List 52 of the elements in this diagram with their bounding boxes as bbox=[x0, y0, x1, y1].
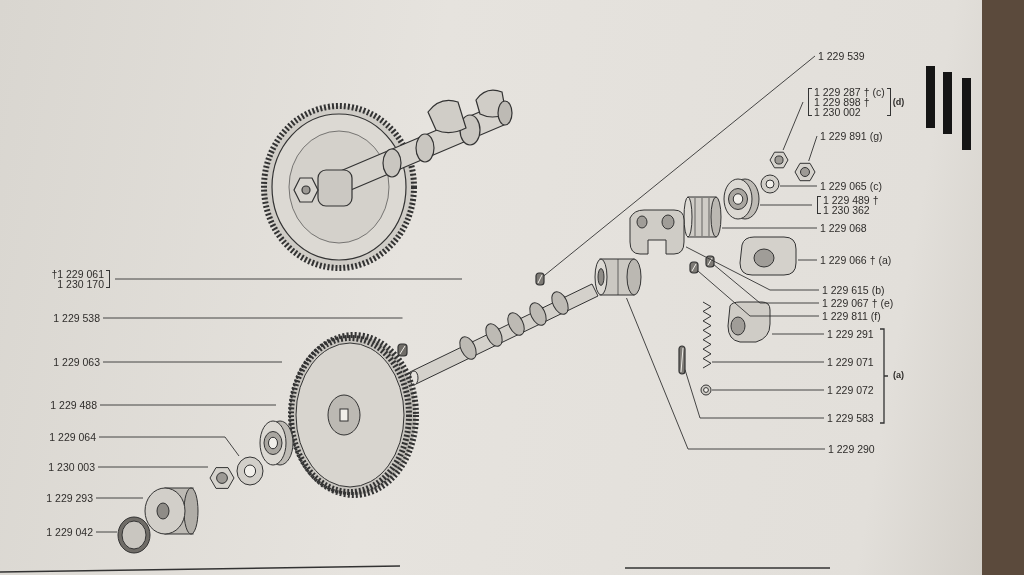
leader-line bbox=[102, 317, 403, 319]
reference-letter: (d) bbox=[892, 96, 905, 108]
part-number: 1 229 583 bbox=[827, 412, 874, 424]
part-number: 1 229 071 bbox=[827, 356, 874, 368]
leader-line bbox=[685, 246, 820, 291]
part-number: 1 229 063 bbox=[53, 356, 100, 368]
leader-line bbox=[721, 227, 818, 229]
part-number: 1 229 891 (g) bbox=[820, 130, 883, 142]
leader-line bbox=[684, 369, 825, 419]
part-number: †1 229 061 bbox=[51, 269, 104, 279]
leader-line bbox=[97, 466, 209, 468]
leader-line bbox=[797, 259, 818, 261]
part-number: 1 229 072 bbox=[827, 384, 874, 396]
leader-line bbox=[759, 204, 813, 206]
part-number: 1 229 293 bbox=[46, 492, 93, 504]
part-number: 1 229 290 bbox=[828, 443, 875, 455]
part-number: 1 230 003 bbox=[48, 461, 95, 473]
part-number: 1 229 539 bbox=[818, 50, 865, 62]
part-number: 1 229 811 (f) bbox=[822, 310, 881, 322]
leader-line bbox=[713, 264, 820, 304]
leader-line bbox=[711, 361, 825, 363]
part-number: 1 230 362 bbox=[823, 205, 871, 215]
part-number: 1 229 488 bbox=[50, 399, 97, 411]
leader-line bbox=[95, 531, 118, 533]
part-number: 1 230 002 bbox=[814, 107, 862, 117]
leader-line bbox=[99, 404, 277, 406]
leader-line bbox=[102, 361, 283, 363]
leader-line bbox=[782, 101, 804, 151]
part-number: 1 229 068 bbox=[820, 222, 867, 234]
leader-line bbox=[697, 270, 820, 317]
leader-line bbox=[808, 135, 818, 162]
part-number: 1 229 287 † (c) bbox=[814, 87, 885, 97]
leader-line bbox=[779, 185, 818, 187]
leader-line bbox=[626, 297, 826, 450]
part-number: 1 229 615 (b) bbox=[822, 284, 885, 296]
leader-line bbox=[95, 497, 144, 499]
leader-line bbox=[771, 333, 825, 335]
reference-letter: (a) bbox=[893, 369, 904, 381]
part-number: 1 229 066 † (a) bbox=[820, 254, 892, 266]
part-number: 1 229 065 (c) bbox=[820, 180, 882, 192]
part-number: 1 229 291 bbox=[827, 328, 874, 340]
part-number: 1 229 067 † (e) bbox=[822, 297, 894, 309]
part-number: 1 229 489 † bbox=[823, 195, 879, 205]
part-number: 1 229 042 bbox=[46, 526, 93, 538]
leader-line bbox=[711, 389, 825, 391]
part-number: 1 230 170 bbox=[57, 279, 104, 289]
leader-line bbox=[114, 278, 463, 280]
leader-line bbox=[543, 55, 816, 277]
leader-line bbox=[98, 436, 240, 457]
part-number: 1 229 898 † bbox=[814, 97, 871, 107]
part-number: 1 229 064 bbox=[49, 431, 96, 443]
part-number: 1 229 538 bbox=[53, 312, 100, 324]
